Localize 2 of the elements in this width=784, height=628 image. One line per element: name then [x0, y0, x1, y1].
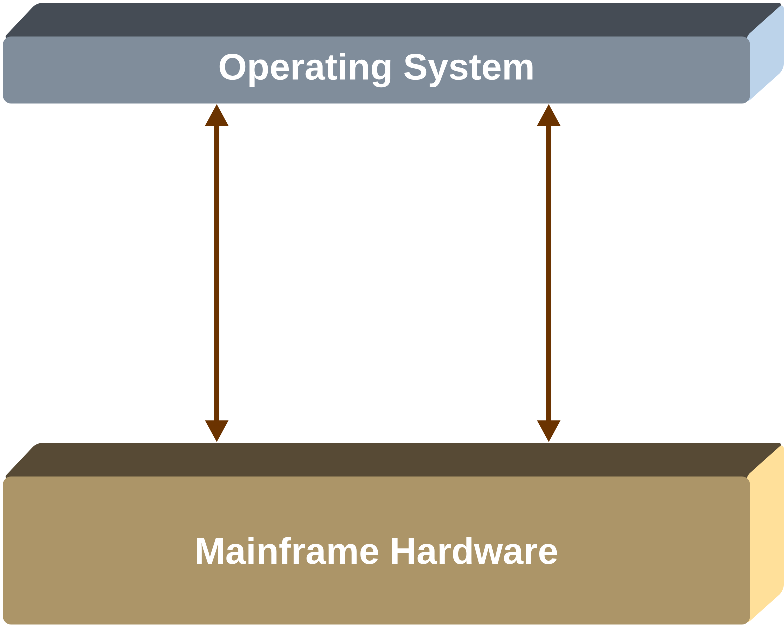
layer-block: Operating System [3, 3, 784, 104]
layer-block: Mainframe Hardware [3, 442, 784, 625]
